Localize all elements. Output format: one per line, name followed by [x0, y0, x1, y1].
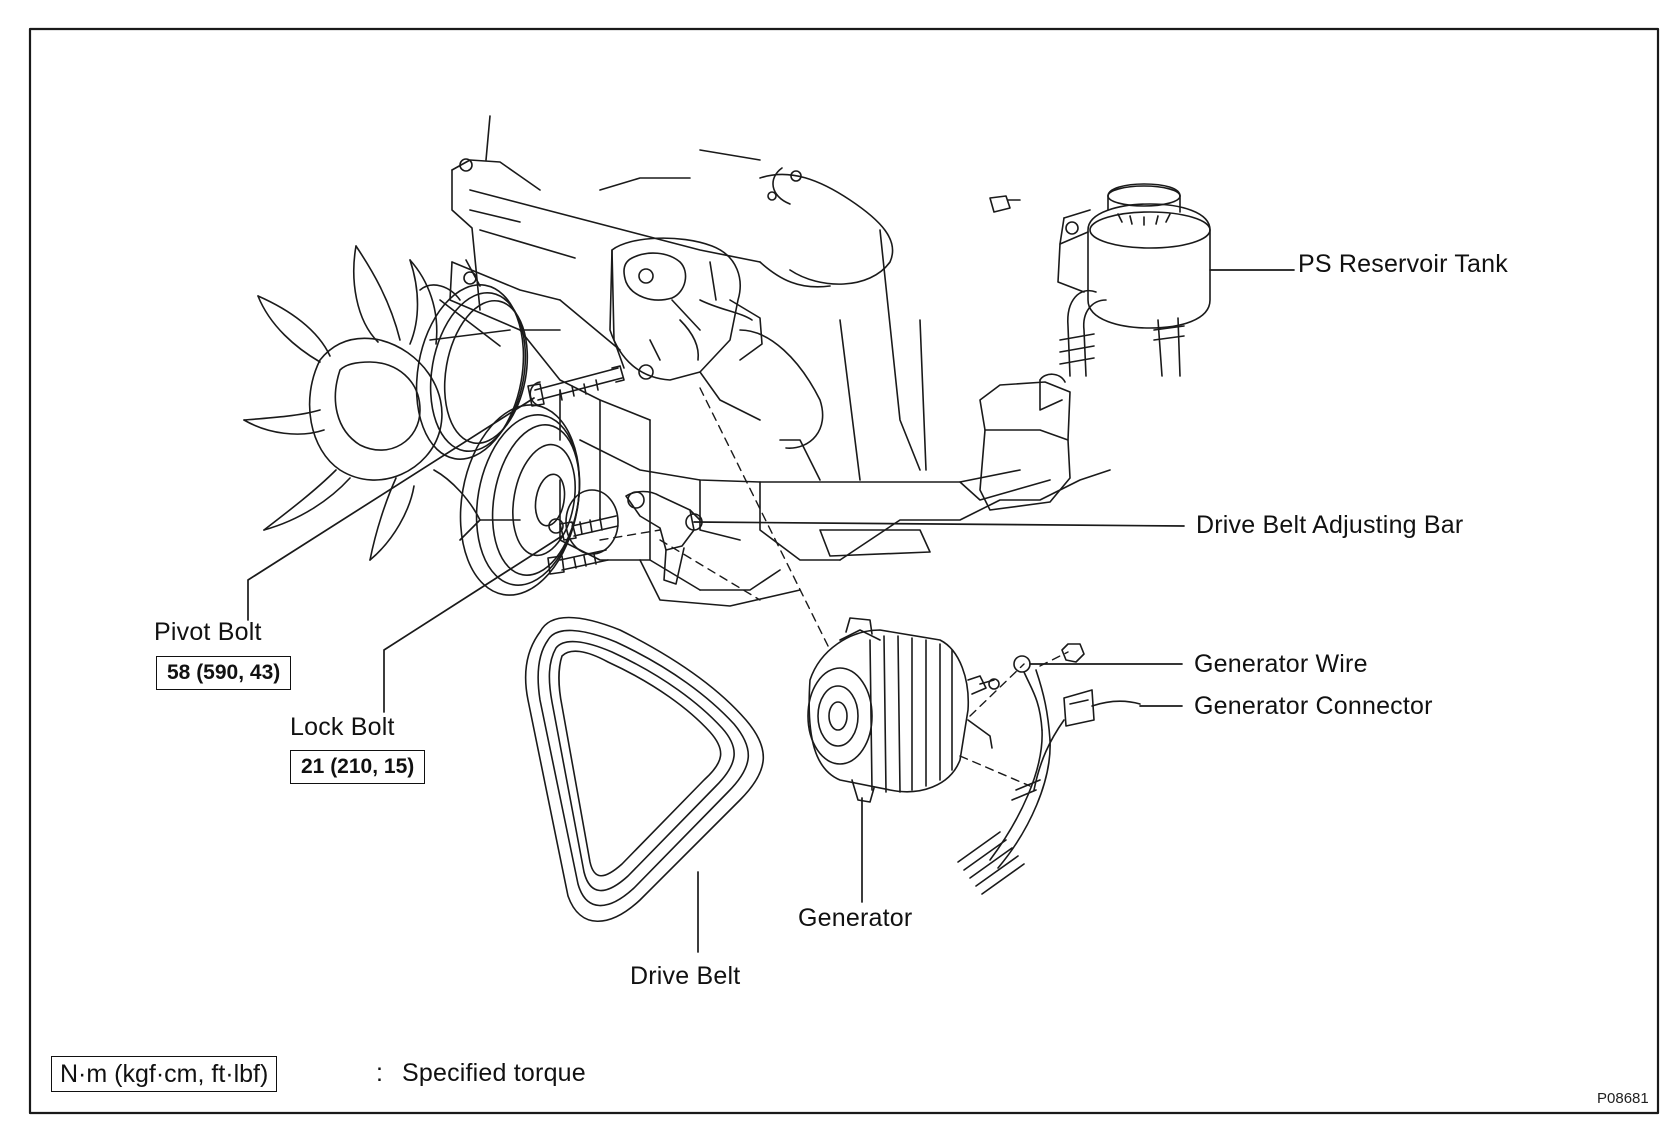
generator-wiring: [957, 643, 1141, 895]
lower-pulley: [459, 404, 581, 596]
crank-pulley: [415, 284, 529, 460]
legend-torque-unit: N·m (kgf·cm, ft·lbf): [51, 1056, 278, 1092]
label-generator: Generator: [798, 904, 913, 932]
leader-lock-bolt: [383, 535, 563, 713]
figure-code: P08681: [1597, 1090, 1649, 1107]
drive-belt-drawing: [524, 616, 765, 922]
ps-reservoir-drawing: [989, 183, 1211, 377]
pivot-bolt-drawing: [527, 364, 654, 407]
legend-meaning: Specified torque: [402, 1059, 586, 1087]
leader-lines: [247, 269, 1295, 953]
label-drive-belt: Drive Belt: [630, 962, 741, 990]
generator-drawing: [807, 617, 1000, 803]
leader-pivot-bolt: [247, 397, 535, 621]
power-steering-pump: [609, 237, 824, 449]
adjusting-bar-drawing: [547, 489, 703, 585]
label-generator-wire: Generator Wire: [1194, 650, 1368, 678]
engine-block: [449, 115, 1111, 607]
label-lock-bolt: Lock Bolt: [290, 713, 395, 741]
cooling-fan: [243, 245, 481, 561]
alignment-dashes: [599, 387, 1069, 787]
label-pivot-bolt: Pivot Bolt: [154, 618, 262, 646]
label-drive-belt-adjusting-bar: Drive Belt Adjusting Bar: [1196, 511, 1464, 539]
torque-lock-bolt: 21 (210, 15): [290, 750, 426, 784]
label-ps-reservoir-tank: PS Reservoir Tank: [1298, 250, 1508, 278]
diagram-frame: [28, 27, 1660, 1115]
torque-pivot-bolt: 58 (590, 43): [156, 656, 292, 690]
leader-adjusting-bar: [693, 521, 1185, 527]
legend-separator: :: [376, 1059, 384, 1087]
label-generator-connector: Generator Connector: [1194, 692, 1433, 720]
